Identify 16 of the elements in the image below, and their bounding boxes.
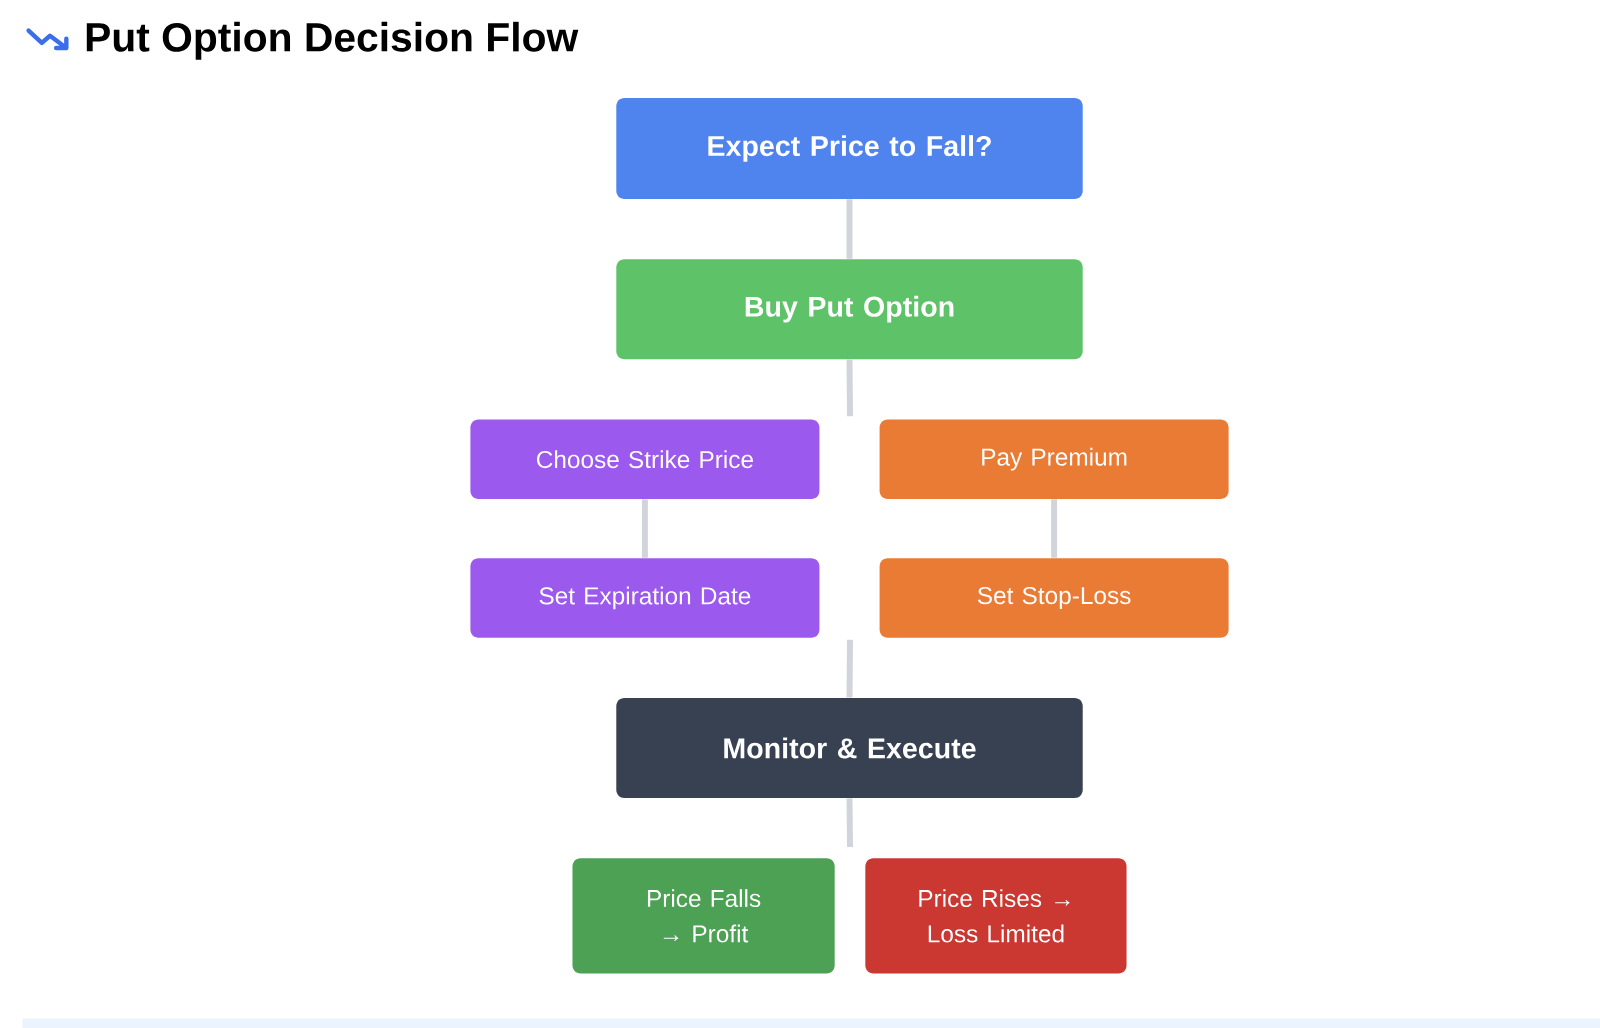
process-box: Pay Premium [879, 419, 1229, 499]
connector-line [641, 499, 648, 558]
outcome-box: Price Falls → Profit [572, 858, 835, 974]
connector-line [846, 199, 853, 259]
process-box: Monitor & Execute [616, 697, 1083, 798]
process-box: Set Stop-Loss [879, 558, 1229, 638]
process-box: Set Expiration Date [470, 558, 820, 638]
connector-line [846, 359, 853, 417]
connector-line [846, 798, 853, 847]
connector-line [1051, 499, 1058, 558]
process-box: Choose Strike Price [470, 419, 820, 499]
outcome-box: Price Rises → Loss Limited [865, 858, 1127, 974]
title: Put Option Decision Flow [86, 21, 579, 60]
connector-line [846, 639, 853, 698]
process-box: Buy Put Option [616, 259, 1083, 360]
process-box: Expect Price to Fall? [616, 97, 1083, 199]
